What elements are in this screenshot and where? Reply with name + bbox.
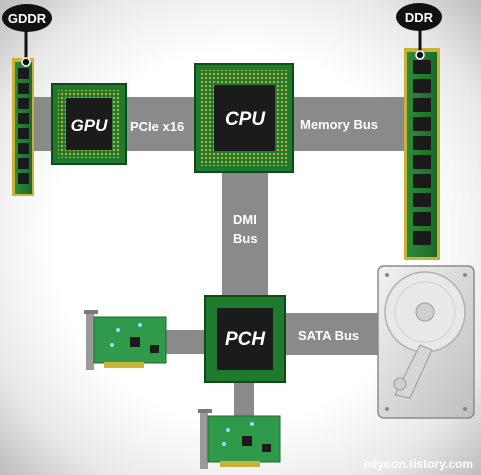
- expansion-card-bottom: [198, 409, 281, 469]
- gddr-tag: GDDR: [8, 11, 47, 26]
- ddr-tag-bubble: [396, 3, 442, 31]
- pch-label: PCH: [225, 329, 266, 350]
- sata-bus: [282, 313, 382, 355]
- dmi-label-line2: Bus: [233, 231, 258, 246]
- pcie-label: PCIe x16: [130, 119, 184, 134]
- gpu-label: GPU: [71, 116, 109, 135]
- gddr-tag-bubble: [2, 4, 52, 32]
- nic-bus: [160, 330, 212, 354]
- hard-disk-drive: [377, 265, 475, 419]
- ddr-pointer-dot: [415, 50, 425, 60]
- memory-bus-label: Memory Bus: [300, 117, 378, 132]
- pch-chip: [204, 295, 286, 383]
- cpu-chip: [194, 63, 294, 173]
- ddr-tag: DDR: [405, 10, 434, 25]
- gpu-chip: [51, 83, 127, 165]
- dmi-label-line1: DMI: [233, 212, 257, 227]
- gddr-memory-module: [12, 58, 34, 196]
- dmi-bus: [222, 170, 268, 310]
- expansion-card-left: [84, 310, 167, 370]
- lower-card-bus: [234, 376, 254, 416]
- cpu-label: CPU: [225, 109, 266, 130]
- sata-bus-label: SATA Bus: [298, 328, 359, 343]
- watermark: edyoon.tistory.com: [363, 457, 473, 471]
- ddr-memory-module: [404, 48, 440, 260]
- gddr-pointer-dot: [21, 57, 31, 67]
